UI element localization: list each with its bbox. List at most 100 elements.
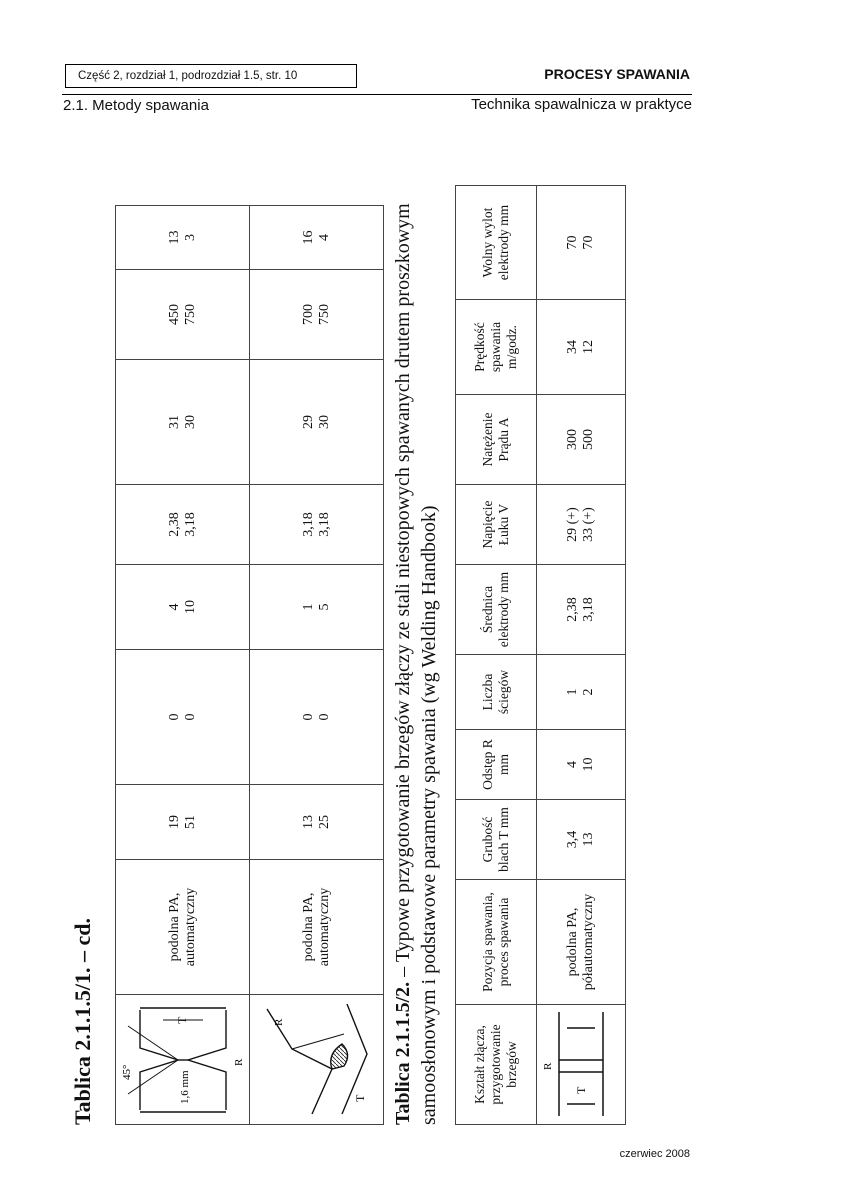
value-cell-value: 30 bbox=[316, 415, 332, 429]
joint-diagram-cell: R T bbox=[249, 994, 384, 1125]
value-cell-value: 3,18 bbox=[581, 597, 596, 622]
value-cell-value: 34 bbox=[565, 340, 580, 354]
column-header: Kształt złącza, przygotowanie brzegów bbox=[455, 1004, 537, 1125]
welding-position-text: podolna PA, półautomatyczny bbox=[565, 893, 596, 991]
table2-caption: Tablica 2.1.1.5/2. – Typowe przygotowani… bbox=[390, 195, 442, 1125]
value-cell-value: 2,38 bbox=[166, 512, 182, 537]
column-header: Średnica elektrody mm bbox=[455, 564, 537, 655]
rotated-content: Tablica 2.1.1.5/1. – cd. 45° T R 1,6 mm … bbox=[60, 185, 710, 1135]
diagram-label: T bbox=[175, 1016, 189, 1024]
value-cell-value: 25 bbox=[316, 815, 332, 829]
value-cell-value: 19 bbox=[166, 815, 182, 829]
value-cell-value: 3 bbox=[182, 234, 198, 241]
value-cell-value: 700 bbox=[300, 304, 316, 325]
document-reference: Część 2, rozdział 1, podrozdział 1.5, st… bbox=[65, 64, 357, 88]
value-cell-value: 3,4 bbox=[565, 830, 580, 849]
value-cell-value: 16 bbox=[300, 230, 316, 245]
value-cell-value: 500 bbox=[581, 429, 596, 450]
value-cell-value: 70 bbox=[581, 235, 596, 250]
table2-caption-number: Tablica 2.1.1.5/2. bbox=[392, 981, 414, 1125]
value-cell: 29 (+)33 (+) bbox=[536, 484, 626, 565]
value-cell-value: 3,18 bbox=[182, 512, 198, 537]
value-cell-value: 70 bbox=[565, 235, 580, 250]
joint-diagram-cell: 45° T R 1,6 mm bbox=[115, 994, 250, 1125]
value-cell-value: 3,18 bbox=[316, 512, 332, 537]
diagram-label: T bbox=[574, 1086, 588, 1094]
value-cell-value: 0 bbox=[316, 713, 332, 721]
value-cell-value: 5 bbox=[316, 603, 332, 611]
value-cell-value: 33 (+) bbox=[581, 507, 596, 542]
welding-position-text: podolna PA, automatyczny bbox=[300, 887, 332, 967]
column-header: Pozycja spawania, proces spawania bbox=[455, 879, 537, 1005]
value-cell-value: 4 bbox=[166, 603, 182, 611]
welding-position: podolna PA, automatyczny bbox=[249, 859, 384, 995]
diagram-label: R bbox=[273, 1018, 285, 1026]
table1-caption: Tablica 2.1.1.5/1. – cd. bbox=[70, 918, 95, 1125]
value-cell-value: 10 bbox=[581, 757, 596, 772]
value-cell-value: 450 bbox=[166, 304, 182, 325]
diagram-label: R bbox=[233, 1058, 245, 1066]
value-cell-value: 4 bbox=[565, 761, 580, 768]
joint-tee-diagram: R T bbox=[542, 1012, 604, 1116]
value-cell-value: 2 bbox=[581, 688, 596, 696]
value-cell-value: 13 bbox=[581, 832, 596, 847]
value-cell-value: 29 (+) bbox=[565, 507, 580, 542]
diagram-label: 1,6 mm bbox=[179, 1070, 191, 1104]
table1: 45° T R 1,6 mm podolna PA, automatyczny 1… bbox=[115, 205, 384, 1125]
table-row: 45° T R 1,6 mm podolna PA, automatyczny 1… bbox=[115, 205, 250, 1125]
value-cell-value: 0 bbox=[166, 713, 182, 721]
chapter-title: 2.1. Metody spawania bbox=[63, 97, 209, 114]
diagram-label: 45° bbox=[121, 1065, 133, 1080]
welding-position-text: podolna PA, automatyczny bbox=[166, 887, 198, 967]
column-header: Odstęp R mm bbox=[455, 729, 537, 800]
joint-x-diagram: 45° T R 1,6 mm bbox=[121, 1007, 245, 1113]
welding-position: podolna PA, automatyczny bbox=[115, 859, 250, 995]
value-cell-value: 30 bbox=[182, 415, 198, 429]
section-title: PROCESY SPAWANIA bbox=[544, 66, 690, 82]
column-header: Natężenie Prądu A bbox=[455, 394, 537, 485]
value-cell-value: 1 bbox=[300, 603, 316, 611]
column-header: Napięcie Łuku V bbox=[455, 484, 537, 565]
value-cell-value: 51 bbox=[182, 815, 198, 829]
value-cell-value: 0 bbox=[300, 713, 316, 721]
value-cell-value: 3,18 bbox=[300, 512, 316, 537]
column-header: Prędkość spawania m/godz. bbox=[455, 299, 537, 395]
joint-v-diagram: R T bbox=[265, 1003, 368, 1115]
column-header: Liczba ściegów bbox=[455, 654, 537, 730]
value-cell-value: 1 bbox=[565, 688, 580, 696]
column-header: Wolny wylot elektrody mm bbox=[455, 185, 537, 300]
book-title: Technika spawalnicza w praktyce bbox=[471, 96, 692, 113]
value-cell-value: 300 bbox=[565, 429, 580, 450]
column-header: Grubość blach T mm bbox=[455, 799, 537, 880]
value-cell-value: 31 bbox=[166, 415, 182, 429]
value-cell-value: 13 bbox=[166, 230, 182, 245]
value-cell-value: 13 bbox=[300, 815, 316, 829]
value-cell-value: 12 bbox=[581, 340, 596, 354]
footer-date: czerwiec 2008 bbox=[619, 1148, 690, 1160]
value-cell-value: 4 bbox=[316, 234, 332, 241]
header-rule bbox=[62, 94, 692, 95]
value-cell-value: 10 bbox=[182, 600, 198, 614]
value-cell-value: 0 bbox=[182, 713, 198, 721]
